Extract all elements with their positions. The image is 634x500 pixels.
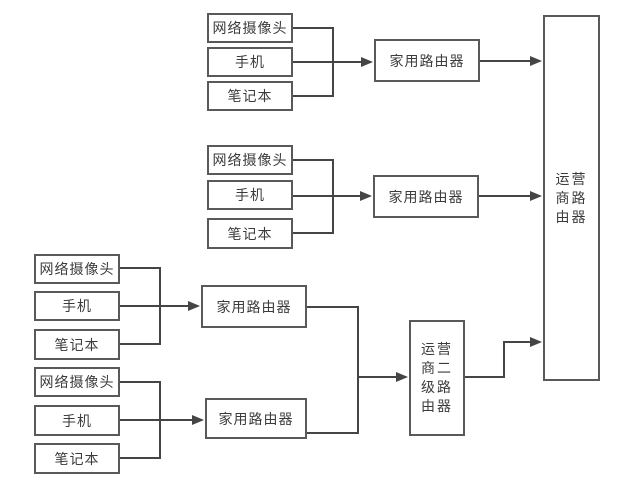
bus-routers-3-4 — [307, 306, 359, 434]
edge-secondary-to-isp — [465, 337, 542, 378]
device-box-webcam: 网络摄像头 — [34, 254, 120, 284]
isp-router-label: 运营商路由器 — [555, 170, 588, 225]
device-box-laptop: 笔记本 — [207, 218, 293, 249]
device-box-phone: 手机 — [207, 180, 293, 210]
device-box-webcam: 网络摄像头 — [207, 13, 293, 43]
home-router-box-2: 家用路由器 — [373, 175, 479, 218]
device-box-laptop: 笔记本 — [207, 81, 293, 111]
device-box-laptop: 笔记本 — [34, 329, 120, 360]
device-box-phone: 手机 — [207, 47, 293, 77]
home-router-box-1: 家用路由器 — [374, 39, 480, 82]
device-box-webcam: 网络摄像头 — [207, 145, 293, 175]
device-box-laptop: 笔记本 — [34, 443, 120, 474]
home-router-box-4: 家用路由器 — [205, 398, 307, 439]
isp-secondary-router-box: 运营商二级路由器 — [409, 320, 465, 436]
isp-secondary-router-label: 运营商二级路由器 — [421, 341, 453, 414]
device-box-phone: 手机 — [34, 291, 120, 321]
device-box-phone: 手机 — [34, 405, 120, 436]
home-router-box-3: 家用路由器 — [201, 285, 307, 328]
isp-router-box: 运营商路由器 — [543, 15, 600, 381]
device-box-webcam: 网络摄像头 — [34, 367, 120, 397]
